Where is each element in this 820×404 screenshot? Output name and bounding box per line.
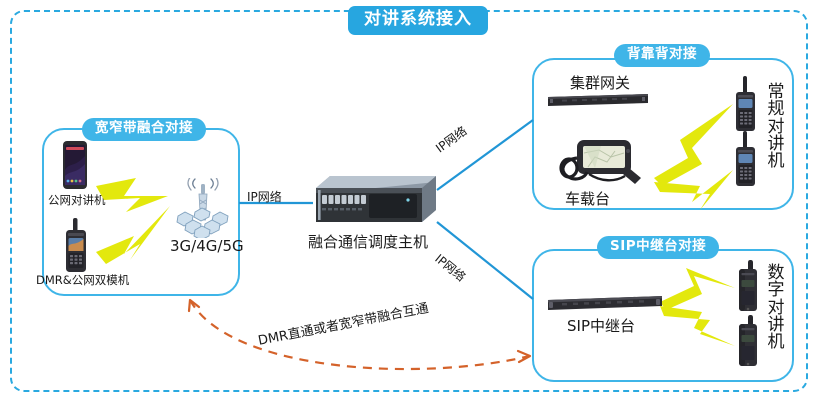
- conventional-radio-icon-2: [733, 131, 759, 191]
- digital-radio-label: 数字对讲机: [767, 263, 785, 353]
- diagram-title: 对讲系统接入: [348, 6, 488, 35]
- bolt-to-digital-radio-2: [660, 306, 735, 346]
- sip-repeater-label: SIP中继台: [567, 317, 635, 335]
- panel-back-to-back-header: 背靠背对接: [614, 44, 710, 67]
- dmr-dual-mode-radio-icon: [62, 218, 90, 278]
- digital-radio-icon-2: [735, 315, 761, 371]
- conventional-radio-icon-1: [733, 76, 759, 136]
- dmr-dual-mode-radio-label: DMR&公网双模机: [36, 273, 130, 287]
- bolt-to-conventional-radio-1: [654, 104, 733, 186]
- panel-sip-repeater-header: SIP中继台对接: [597, 236, 720, 259]
- dmr-curve-arrow-right: [516, 349, 532, 364]
- bolt-dmr-to-tower: [96, 206, 170, 264]
- fusion-dispatch-server-icon: [312, 172, 438, 232]
- ip-network-label-left: IP网络: [247, 190, 282, 204]
- panel-broadband-narrowband-header: 宽窄带融合对接: [82, 118, 206, 141]
- dmr-curve-arrow-left: [187, 298, 201, 313]
- trunking-gateway-label: 集群网关: [570, 74, 631, 92]
- dmr-direct-curve: [189, 299, 531, 371]
- vehicle-mount-radio-icon: [555, 138, 647, 194]
- cell-tower-icon: [172, 175, 234, 242]
- sip-repeater-icon: [546, 293, 664, 317]
- bolt-to-conventional-radio-2: [654, 170, 733, 210]
- conventional-radio-label: 常规对讲机: [767, 82, 785, 172]
- vehicle-mount-radio-label: 车载台: [565, 190, 611, 208]
- digital-radio-icon-1: [735, 260, 761, 316]
- link-upper-ip: [436, 119, 534, 191]
- trunking-gateway-icon: [546, 92, 650, 113]
- cell-tower-label: 3G/4G/5G: [170, 237, 244, 255]
- link-lower-ip: [436, 221, 534, 300]
- bolt-phone-to-tower: [96, 178, 168, 212]
- bolt-to-digital-radio-1: [660, 268, 735, 310]
- public-network-phone-icon: [60, 140, 90, 194]
- public-network-phone-label: 公网对讲机: [48, 193, 106, 207]
- fusion-dispatch-server-label: 融合通信调度主机: [308, 233, 429, 251]
